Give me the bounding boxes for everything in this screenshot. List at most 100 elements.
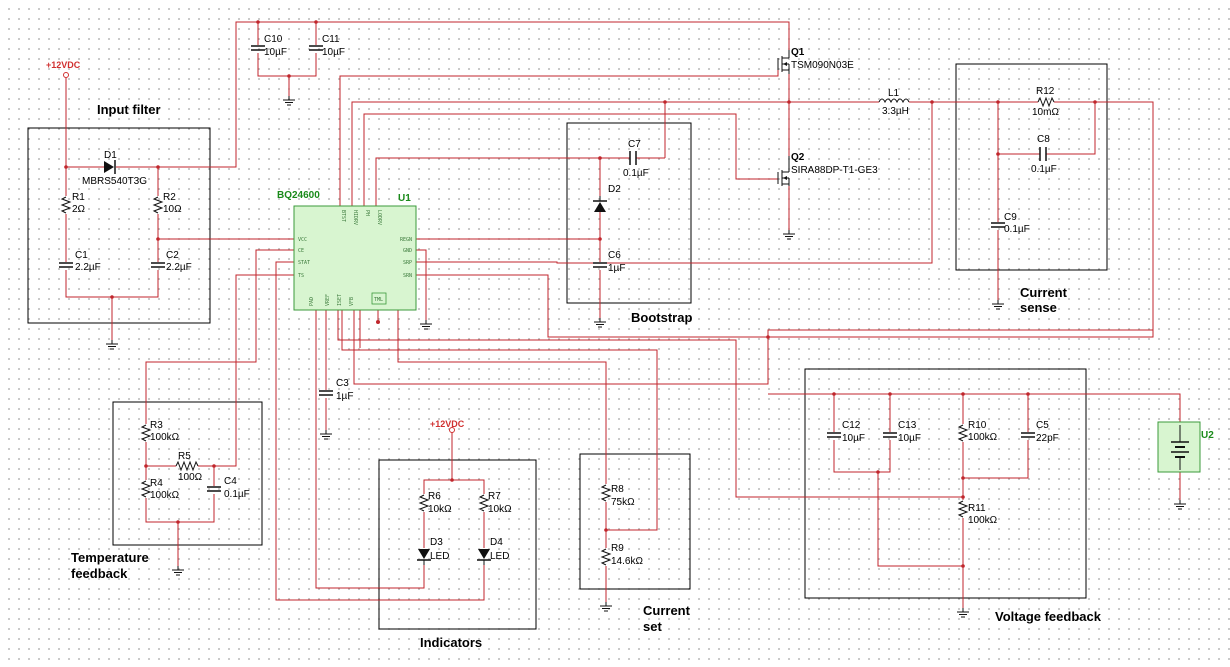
capacitor-C11[interactable]: C11 10µF — [308, 34, 345, 58]
input-filter-title: Input filter — [97, 102, 161, 117]
capacitor-C1[interactable]: C1 2.2µF — [58, 250, 101, 273]
pin-hidrv: HIDRV — [352, 210, 358, 225]
R2-ref: R2 — [163, 192, 176, 203]
R7-value: 10kΩ — [488, 504, 512, 515]
C6-value: 1µF — [608, 263, 625, 274]
capacitor-C4[interactable]: C4 0.1µF — [206, 476, 250, 500]
resistor-R9[interactable]: R9 14.6kΩ — [601, 543, 643, 567]
R8-ref: R8 — [611, 484, 624, 495]
C2-value: 2.2µF — [166, 262, 192, 273]
current-set-box — [579, 453, 691, 590]
mosfet-Q2[interactable]: Q2 SIRA88DP-T1-GE3 — [777, 152, 878, 186]
resistor-R1[interactable]: R1 2Ω — [61, 192, 86, 215]
C5-value: 22pF — [1036, 433, 1059, 444]
current-set-title-line2: set — [643, 619, 662, 634]
mosfet-Q1[interactable]: Q1 TSM090N03E — [777, 47, 854, 74]
power-indicators: +12VDC — [430, 419, 465, 433]
C7-value: 0.1µF — [623, 168, 649, 179]
C4-value: 0.1µF — [224, 489, 250, 500]
C8-value: 0.1µF — [1031, 164, 1057, 175]
C12-ref: C12 — [842, 420, 861, 431]
R9-ref: R9 — [611, 543, 624, 554]
R10-value: 100kΩ — [968, 432, 998, 443]
resistor-R11[interactable]: R11 100kΩ — [958, 500, 998, 526]
C9-ref: C9 — [1004, 212, 1017, 223]
pin-gnd: GND — [403, 248, 412, 254]
pin-pad: PAD — [309, 297, 315, 306]
C13-ref: C13 — [898, 420, 917, 431]
R8-value: 75kΩ — [611, 497, 635, 508]
capacitor-C2[interactable]: C2 2.2µF — [150, 250, 192, 273]
pin-lodrv: LODRV — [376, 210, 382, 225]
Q1-value: TSM090N03E — [791, 60, 854, 71]
R11-value: 100kΩ — [968, 515, 998, 526]
diode-D2[interactable]: D2 — [593, 184, 621, 212]
R6-value: 10kΩ — [428, 504, 452, 515]
capacitor-C7[interactable]: C7 0.1µF — [623, 139, 649, 179]
temperature-title-line2: feedback — [71, 566, 128, 581]
resistor-R2[interactable]: R2 10Ω — [153, 192, 182, 215]
indicators-title: Indicators — [420, 635, 482, 650]
voltage-feedback-title: Voltage feedback — [995, 609, 1102, 624]
diode-D1[interactable]: D1 MBRS540T3G — [82, 150, 147, 187]
battery-ref: U2 — [1201, 430, 1214, 441]
C1-value: 2.2µF — [75, 262, 101, 273]
capacitor-C3[interactable]: C3 1µF — [318, 378, 353, 402]
current-sense-title-line2: sense — [1020, 300, 1057, 315]
capacitor-C8[interactable]: C8 0.1µF — [1031, 134, 1057, 175]
capacitor-C10[interactable]: C10 10µF — [250, 34, 287, 58]
battery-U2[interactable]: U2 — [1157, 421, 1214, 473]
resistor-R7[interactable]: R7 10kΩ — [479, 491, 512, 515]
D3-value: LED — [430, 551, 449, 562]
resistor-R12[interactable]: R12 10mΩ — [1032, 86, 1059, 118]
resistor-R4[interactable]: R4 100kΩ — [141, 478, 180, 501]
C8-ref: C8 — [1037, 134, 1050, 145]
L1-value: 3.3µH — [882, 106, 909, 117]
R7-ref: R7 — [488, 491, 501, 502]
pin-ph: PH — [364, 210, 370, 216]
resistor-R10[interactable]: R10 100kΩ — [958, 420, 998, 443]
resistor-R5[interactable]: R5 100Ω — [175, 451, 203, 483]
resistor-R6[interactable]: R6 10kΩ — [419, 491, 452, 515]
C5-ref: C5 — [1036, 420, 1049, 431]
led-D4[interactable]: D4 LED — [477, 537, 509, 565]
pin-srp: SRP — [403, 260, 412, 266]
R12-value: 10mΩ — [1032, 107, 1059, 118]
R10-ref: R10 — [968, 420, 987, 431]
C3-ref: C3 — [336, 378, 349, 389]
current-set-title-line1: Current — [643, 603, 691, 618]
Q2-ref: Q2 — [791, 152, 805, 163]
pin-vcc: VCC — [298, 237, 307, 243]
power-indicators-label: +12VDC — [430, 419, 465, 429]
bootstrap-title: Bootstrap — [631, 310, 692, 325]
L1-ref: L1 — [888, 88, 900, 99]
ic-U1[interactable]: BQ24600 U1 VCC CE STAT TS REGN GND SRP S… — [277, 190, 417, 311]
R11-ref: R11 — [968, 503, 986, 514]
capacitor-C5[interactable]: C5 22pF — [1020, 420, 1059, 444]
pin-vref: VREF — [325, 294, 331, 306]
capacitor-C12[interactable]: C12 10µF — [826, 420, 865, 444]
inductor-L1[interactable]: L1 3.3µH — [878, 88, 910, 117]
C9-value: 0.1µF — [1004, 224, 1030, 235]
led-D3[interactable]: D3 LED — [417, 537, 449, 565]
R3-value: 100kΩ — [150, 432, 180, 443]
capacitor-C9[interactable]: C9 0.1µF — [990, 212, 1030, 235]
pin-stat: STAT — [298, 260, 310, 266]
bootstrap-box — [566, 122, 692, 304]
C12-value: 10µF — [842, 433, 865, 444]
input-filter-box — [27, 127, 211, 324]
D2-ref: D2 — [608, 184, 621, 195]
ic-ref-label: U1 — [398, 193, 411, 204]
resistor-R8[interactable]: R8 75kΩ — [601, 484, 635, 508]
resistor-R3[interactable]: R3 100kΩ — [141, 420, 180, 443]
R5-ref: R5 — [178, 451, 191, 462]
D1-value: MBRS540T3G — [82, 176, 147, 187]
Q1-ref: Q1 — [791, 47, 805, 58]
capacitor-C13[interactable]: C13 10µF — [882, 420, 921, 444]
capacitor-C6[interactable]: C6 1µF — [592, 250, 625, 274]
D4-value: LED — [490, 551, 509, 562]
C4-ref: C4 — [224, 476, 237, 487]
C1-ref: C1 — [75, 250, 88, 261]
indicators-box — [378, 459, 537, 630]
